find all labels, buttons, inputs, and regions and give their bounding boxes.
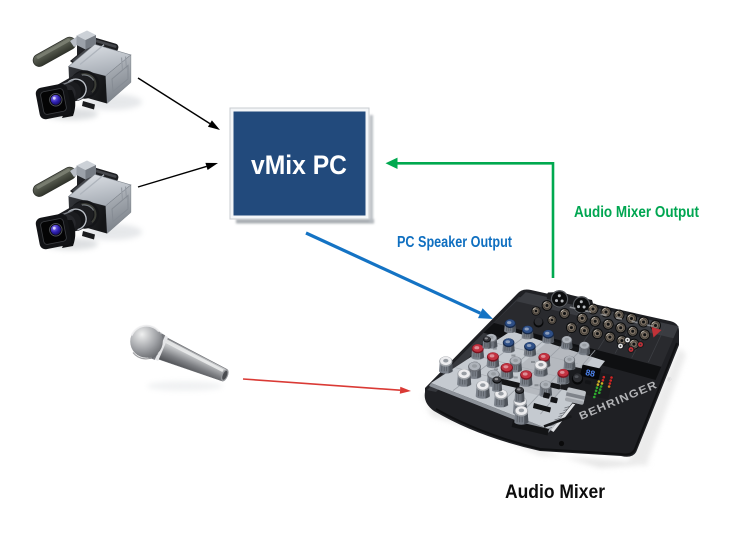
- svg-text:Audio Mixer: Audio Mixer: [505, 482, 606, 503]
- svg-text:Audio Mixer Output: Audio Mixer Output: [574, 204, 699, 221]
- svg-text:PC Speaker Output: PC Speaker Output: [397, 234, 512, 251]
- svg-text:vMix PC: vMix PC: [251, 150, 347, 180]
